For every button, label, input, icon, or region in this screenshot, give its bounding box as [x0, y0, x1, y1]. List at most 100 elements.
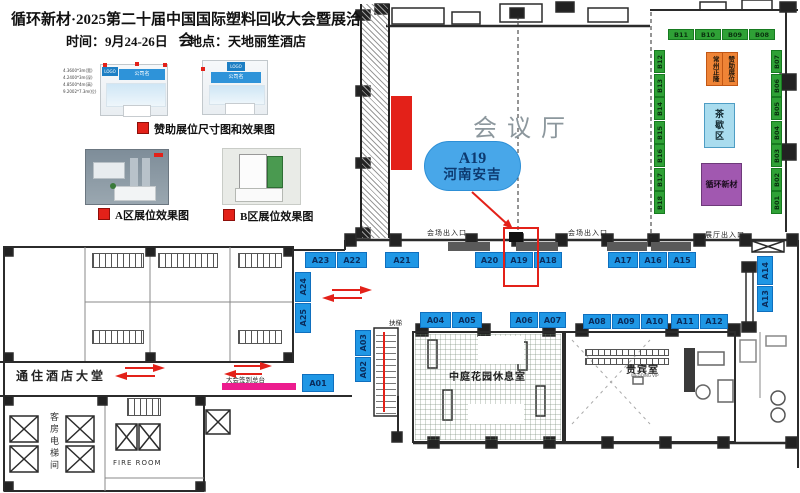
toilet-stalls: [238, 330, 282, 344]
booth-B17: B17: [654, 168, 665, 191]
sponsor-zone-label: 赞助展位: [721, 53, 738, 85]
booth-label: A14: [760, 261, 770, 280]
sponsor-booth-render: LOGO 公司名: [201, 60, 268, 115]
booth-label: A18: [539, 255, 557, 265]
a19-highlight-rect: [503, 227, 539, 287]
dimension-notes: 4.3600*3m(宽) 4.2400*3m(深) 4.8500*4m(高) 9…: [63, 68, 97, 94]
booth-A14: A14: [757, 256, 773, 285]
booth-A08: A08: [583, 314, 611, 329]
vip-room-sublabel: WEDDING VIP: [631, 373, 659, 378]
booth-label: A13: [760, 290, 770, 308]
toilet-stalls: [158, 253, 218, 268]
lobby-corridor-label: 通住酒店大堂: [16, 369, 107, 383]
registration-desk-bar: [222, 383, 296, 390]
toilet-stalls: [92, 253, 144, 268]
booth-B11: B11: [668, 29, 694, 40]
callout-company: 河南安吉: [443, 166, 502, 182]
sponsor-company-label: 常州正隆: [711, 56, 719, 82]
booth-label: A16: [644, 255, 662, 265]
registration-desk-label: 大会签到总台: [226, 377, 265, 384]
booth-label: B07: [772, 54, 781, 69]
stairs: [127, 398, 161, 416]
booth-label: A01: [309, 378, 327, 388]
booth-B09: B09: [722, 29, 748, 40]
booth-label: B17: [655, 172, 664, 187]
booth-label: A19: [510, 255, 528, 265]
logo-placeholder: LOGO: [102, 67, 118, 76]
booth-A12: A12: [700, 314, 728, 329]
booth-A21: A21: [385, 252, 419, 268]
booth-B08: B08: [749, 29, 775, 40]
logo-placeholder: LOGO: [227, 62, 245, 71]
booth-B18: B18: [654, 191, 665, 214]
booth-label: A08: [588, 317, 606, 326]
event-time: 时间：9月24-26日: [65, 34, 168, 49]
sponsor-legend-caption: 赞助展位尺寸图和效果图: [137, 121, 275, 137]
booth-A17: A17: [608, 252, 638, 268]
booth-label: A05: [458, 315, 476, 325]
booth-B15: B15: [654, 121, 665, 144]
booth-label: A21: [393, 255, 411, 265]
hall-entrance-label-left: 会场出入口: [427, 229, 467, 237]
legend-swatch: [137, 122, 149, 134]
a19-callout-bubble: A19 河南安吉: [424, 141, 521, 191]
company-banner: 公司名: [211, 72, 261, 83]
a-zone-booth-render: [85, 149, 169, 205]
booth-label: A10: [645, 317, 664, 326]
booth-A04: A04: [420, 312, 451, 328]
booth-label: B16: [655, 148, 664, 163]
legend-swatch: [98, 208, 110, 220]
booth-label: B12: [655, 54, 664, 69]
booth-label: A15: [673, 255, 691, 265]
toilet-stalls: [238, 253, 282, 268]
exhibit-hall-exit-label: 展厅出入口: [705, 231, 745, 239]
booth-label: B03: [772, 148, 781, 163]
booth-B12: B12: [654, 50, 665, 73]
booth-A16: A16: [639, 252, 667, 268]
escalator-label: 扶梯: [389, 320, 402, 327]
callout-booth-id: A19: [458, 149, 487, 167]
booth-label: A20: [480, 255, 499, 265]
escalator-marker: [383, 332, 385, 412]
vip-room-label: 贵宾室: [626, 365, 659, 376]
guest-elevator-label: 客房电梯间: [49, 412, 59, 472]
booth-label: A12: [705, 317, 723, 326]
booth-label: A23: [311, 255, 330, 265]
booth-label: B14: [655, 101, 664, 116]
booth-label: B05: [772, 101, 781, 116]
booth-label: B13: [655, 78, 664, 93]
booth-label: A17: [614, 255, 632, 265]
material-display-zone: 循环新材: [701, 163, 742, 206]
hall-entrance-label-right: 会场出入口: [568, 229, 608, 237]
booth-B07: B07: [771, 50, 782, 73]
booth-B06: B06: [771, 74, 782, 97]
booth-A10: A10: [641, 314, 668, 329]
stage-red-block: [391, 96, 412, 170]
booth-A15: A15: [668, 252, 696, 268]
booth-label: A11: [676, 317, 694, 326]
vip-chair-row: [585, 349, 669, 356]
atrium-lounge-label: 中庭花园休息室: [449, 372, 526, 383]
booth-B05: B05: [771, 97, 782, 120]
booth-A24: A24: [295, 272, 311, 302]
booth-A03: A03: [355, 330, 371, 356]
booth-label: A24: [298, 278, 308, 296]
vip-chair-row: [585, 358, 669, 365]
booth-label: A04: [426, 315, 445, 325]
booth-label: A22: [343, 255, 361, 265]
booth-label: B11: [674, 30, 688, 39]
booth-label: B01: [772, 195, 781, 210]
sponsor-booth-zone: 常州正隆 赞助展位: [706, 52, 738, 86]
booth-B01: B01: [771, 191, 782, 214]
booth-label: B08: [755, 30, 769, 39]
booth-label: B02: [772, 172, 781, 187]
booth-A05: A05: [452, 312, 482, 328]
booth-A22: A22: [337, 252, 367, 268]
booth-label: A02: [358, 360, 368, 379]
booth-label: A09: [617, 317, 635, 326]
booth-A11: A11: [671, 314, 699, 329]
company-banner: 公司名: [119, 69, 165, 80]
booth-B10: B10: [695, 29, 721, 40]
booth-A25: A25: [295, 303, 311, 333]
